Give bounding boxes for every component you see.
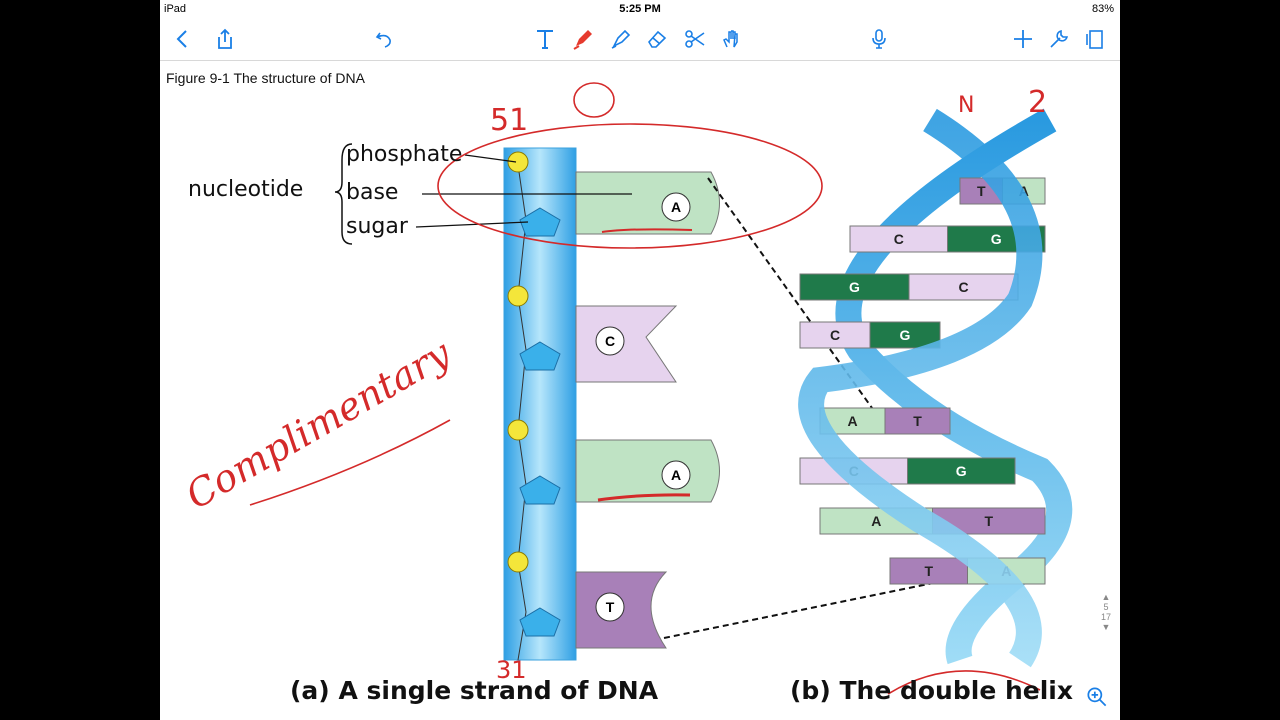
helix-base-letter: T [913, 413, 922, 429]
sugar-label: sugar [346, 214, 408, 239]
caption-b: (b) The double helix [790, 676, 1073, 705]
sugar-pentagon [519, 607, 561, 637]
eraser-icon[interactable] [642, 24, 672, 54]
five-prime-annotation: 51 [490, 103, 528, 138]
helix-base [907, 457, 1016, 485]
strand-nucleotide: A [507, 151, 720, 237]
phosphate-circle [507, 551, 529, 573]
base-block [575, 305, 678, 383]
connector-bottom [663, 579, 949, 639]
undo-icon[interactable] [370, 24, 400, 54]
helix-base-letter: G [991, 231, 1002, 247]
zoom-icon[interactable] [1084, 684, 1114, 714]
helix-base-letter: G [956, 463, 967, 479]
pages-icon[interactable] [1080, 24, 1110, 54]
helix-base-letter: A [871, 513, 881, 529]
sugar-pentagon [519, 341, 561, 371]
phosphate-pointer [464, 154, 517, 163]
hand-icon[interactable] [716, 24, 746, 54]
ink-circle-label [573, 82, 615, 118]
ink-circle-nucleotide [437, 123, 823, 249]
caption-a-letter: (a) [290, 676, 330, 705]
helix-base [799, 321, 871, 349]
nucleotide-label: nucleotide [188, 177, 304, 202]
page-current: 5 [1103, 602, 1109, 612]
caption-a-text: A single strand of DNA [338, 676, 659, 705]
base-letter: C [605, 333, 615, 349]
helix-strand-front [798, 108, 1043, 668]
toolbar [160, 18, 1120, 61]
page-indicator[interactable]: ▲ 5 17 ▼ [1096, 592, 1116, 662]
strand-nucleotide: C [507, 285, 678, 383]
sugar-pentagon [519, 207, 561, 237]
three-prime-annotation: 31 [496, 656, 527, 684]
base-label: base [346, 180, 399, 205]
phosphate-label: phosphate [346, 142, 463, 167]
helix-base [908, 273, 1019, 301]
page-total: 17 [1100, 612, 1111, 622]
page-down-icon[interactable]: ▼ [1101, 622, 1111, 632]
microphone-icon[interactable] [864, 24, 894, 54]
helix-base-letter: T [924, 563, 933, 579]
helix-base-letter: T [977, 183, 986, 199]
phosphate-circle [507, 419, 529, 441]
scissors-icon[interactable] [680, 24, 710, 54]
helix-base-letter: G [849, 279, 860, 295]
helix-top-left-annotation: N [958, 93, 974, 118]
phosphate-circle [507, 151, 529, 173]
helix-top-right-annotation: 2 [1028, 85, 1047, 120]
ink-underline-1 [601, 228, 693, 233]
sugar-pentagon [519, 475, 561, 505]
helix-base [869, 321, 941, 349]
pen-tool-icon[interactable] [568, 24, 598, 54]
helix-base-letter: A [847, 413, 857, 429]
caption-b-text: The double helix [839, 676, 1073, 705]
share-icon[interactable] [210, 24, 240, 54]
caption-b-letter: (b) [790, 676, 831, 705]
caption-a: (a) A single strand of DNA [290, 676, 658, 705]
battery-level: 83% [1091, 3, 1114, 15]
helix-base [884, 407, 951, 435]
phosphate-circle [507, 285, 529, 307]
base-ring [595, 592, 625, 622]
base-ring [595, 326, 625, 356]
nucleotide-bracket [334, 143, 353, 245]
base-block [575, 171, 720, 235]
back-icon[interactable] [168, 24, 198, 54]
ink-underline-2 [597, 493, 691, 502]
text-tool-icon[interactable] [530, 24, 560, 54]
status-bar: iPad 5:25 PM 83% [160, 0, 1120, 18]
add-icon[interactable] [1008, 24, 1038, 54]
helix-base-letter: C [894, 231, 904, 247]
helix-base [799, 273, 910, 301]
ink-circle-helix [887, 670, 1041, 695]
sugar-pointer [415, 221, 529, 228]
base-letter: T [606, 599, 615, 615]
base-ring [661, 460, 691, 490]
strand-nucleotide: T [507, 551, 668, 649]
base-ring [661, 192, 691, 222]
wrench-icon[interactable] [1044, 24, 1074, 54]
helix-base-letter: T [984, 513, 993, 529]
strand-nucleotide: A [507, 419, 720, 505]
notes-app-screen: iPad 5:25 PM 83% Figure 9-1 The structur… [160, 0, 1120, 720]
helix-base-letter: G [900, 327, 911, 343]
figure-title: Figure 9-1 The structure of DNA [166, 70, 365, 86]
complimentary-handwriting: Complimentary [179, 331, 459, 518]
helix-base [849, 225, 948, 253]
base-letter: A [671, 199, 681, 215]
device-name: iPad [164, 3, 187, 15]
base-letter: A [671, 467, 681, 483]
helix-base-letter: C [958, 279, 968, 295]
page-up-icon[interactable]: ▲ [1101, 592, 1111, 602]
base-block [575, 439, 720, 503]
clock: 5:25 PM [619, 3, 661, 15]
helix-base-letter: C [830, 327, 840, 343]
highlighter-icon[interactable] [606, 24, 636, 54]
ink-underline-3 [249, 419, 451, 506]
